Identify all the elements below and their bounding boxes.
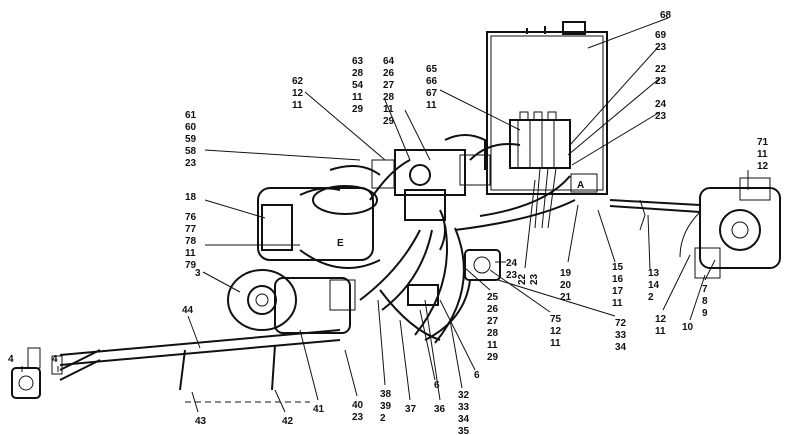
callout-41: 41	[313, 404, 325, 415]
callout-18: 18	[185, 192, 197, 203]
callout-44: 44	[182, 305, 194, 316]
callout-68: 68	[660, 10, 672, 21]
callout-3: 3	[195, 268, 201, 279]
callout-37: 37	[405, 404, 417, 415]
pipe-lines	[59, 143, 701, 381]
callout-6-left: 6	[434, 380, 440, 391]
leader-lines	[21, 17, 749, 413]
callout-42: 42	[282, 416, 294, 427]
valve-block	[509, 111, 571, 169]
callout-10: 10	[682, 322, 694, 333]
callout-4-left: 4	[8, 354, 14, 365]
callout-36: 36	[434, 404, 446, 415]
right-cylinder	[694, 177, 781, 279]
pump-group	[371, 134, 491, 251]
gearbox-housing: E	[257, 185, 378, 261]
support-brackets	[179, 344, 310, 403]
left-actuator	[11, 347, 63, 399]
callout-6-right: 6	[474, 370, 480, 381]
block-marker-e: E	[337, 238, 344, 249]
callout-4-right: 4	[52, 354, 58, 365]
drive-motor	[227, 269, 356, 334]
callout-43: 43	[195, 416, 207, 427]
frame-marker-a: A	[577, 180, 584, 191]
callout-22-mid: 2223	[517, 273, 540, 285]
